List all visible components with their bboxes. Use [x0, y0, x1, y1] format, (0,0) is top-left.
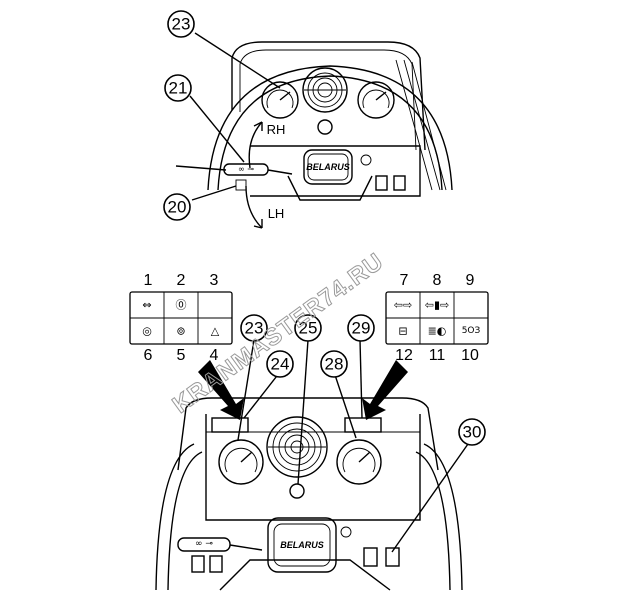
callout-28: 28 [320, 350, 348, 378]
label-3: 3 [210, 272, 219, 289]
top-logo-hub: BELARUS [303, 149, 353, 185]
rh-label: RH [267, 122, 286, 137]
svg-text:20: 20 [168, 198, 187, 217]
label-6: 6 [144, 347, 153, 364]
callout-24: 24 [266, 350, 294, 378]
top-right-gauge [357, 81, 395, 119]
bottom-switch-mid-left [209, 555, 223, 573]
left-pointer-arrow [198, 360, 244, 420]
svg-text:23: 23 [245, 319, 264, 338]
battery-icon: ⊟ [398, 325, 407, 338]
trailer-signal-icon: ⇦▮⇨ [425, 299, 450, 312]
bottom-switch-far-left [191, 555, 205, 573]
bottom-right-gauge [336, 439, 382, 485]
bottom-small-lamp [340, 526, 352, 538]
label-5: 5 [177, 347, 186, 364]
callout-29: 29 [347, 314, 375, 342]
bottom-multifunction-lever: ∞ ⊸ [177, 537, 263, 552]
lh-label: LH [268, 206, 285, 221]
bottom-center-gauge [266, 416, 328, 478]
right-pointer-arrow [362, 360, 408, 420]
svg-text:21: 21 [169, 79, 188, 98]
pointer-line [175, 165, 227, 171]
callout-20: 20 [163, 193, 191, 221]
top-left-gauge [261, 81, 299, 119]
label-11: 11 [429, 347, 446, 364]
bottom-indicator-lamp [289, 483, 305, 499]
right-warning-panel: 7 8 9 ⇦⇨ ⇦▮⇨ ⊟ ≣◐ 5ОЗ 12 11 10 [385, 272, 489, 364]
label-4: 4 [210, 347, 219, 364]
top-switch-right [393, 175, 406, 191]
turn-signal-trailer-icon: ⇔ [142, 299, 151, 312]
right-lamp-window [344, 417, 382, 433]
label-8: 8 [433, 272, 442, 289]
svg-text:28: 28 [325, 355, 344, 374]
hazard-icon: △ [211, 325, 220, 338]
label-10: 10 [461, 347, 479, 364]
top-logo-text: BELARUS [306, 162, 350, 172]
svg-text:25: 25 [299, 319, 318, 338]
top-small-lamp [360, 154, 372, 166]
label-2: 2 [177, 272, 186, 289]
svg-text:∞ ⊸: ∞ ⊸ [195, 539, 213, 549]
parking-brake-icon: ◎ [142, 325, 152, 338]
bottom-left-gauge [218, 439, 264, 485]
rh-arrow [248, 121, 263, 169]
callout-30: 30 [458, 418, 486, 446]
left-lamp-window [211, 417, 249, 433]
brake-icon: ⊚ [176, 325, 185, 338]
callout-23-bottom: 23 [240, 314, 268, 342]
top-switch-left [375, 175, 388, 191]
callout-25: 25 [294, 314, 322, 342]
turn-signal-icon: ⇦⇨ [394, 299, 412, 312]
left-warning-panel: 1 2 3 ⇔ ⓪ ◎ ⊚ △ 6 5 4 [129, 272, 233, 364]
fuel-reserve-label: 5ОЗ [462, 326, 481, 336]
top-steering-wheel [207, 65, 453, 201]
bottom-switch-right [385, 547, 400, 567]
label-9: 9 [466, 272, 475, 289]
label-1: 1 [144, 272, 153, 289]
bottom-switch-left [363, 547, 378, 567]
bottom-dashboard-view: BELARUS ∞ ⊸ 23 24 [155, 314, 486, 591]
top-indicator-lamp [317, 119, 333, 135]
svg-text:23: 23 [172, 15, 191, 34]
svg-text:30: 30 [463, 423, 482, 442]
svg-text:29: 29 [352, 319, 371, 338]
brake-fluid-icon: ⓪ [176, 299, 187, 312]
bottom-logo-hub: BELARUS [267, 517, 337, 573]
top-dashboard-view: BELARUS ∞ ⊸ RH LH 23 21 [163, 10, 453, 229]
svg-text:∞ ⊸: ∞ ⊸ [238, 165, 254, 174]
label-12: 12 [395, 347, 413, 364]
svg-text:24: 24 [271, 355, 290, 374]
callout-23-top: 23 [167, 10, 195, 38]
callout-21: 21 [164, 74, 192, 102]
label-7: 7 [400, 272, 409, 289]
headlight-icon: ≣◐ [428, 325, 447, 338]
lh-arrow [245, 185, 263, 229]
bottom-logo-text: BELARUS [280, 540, 324, 550]
bottom-steering-wheel [155, 443, 463, 591]
top-center-gauge [302, 67, 348, 113]
